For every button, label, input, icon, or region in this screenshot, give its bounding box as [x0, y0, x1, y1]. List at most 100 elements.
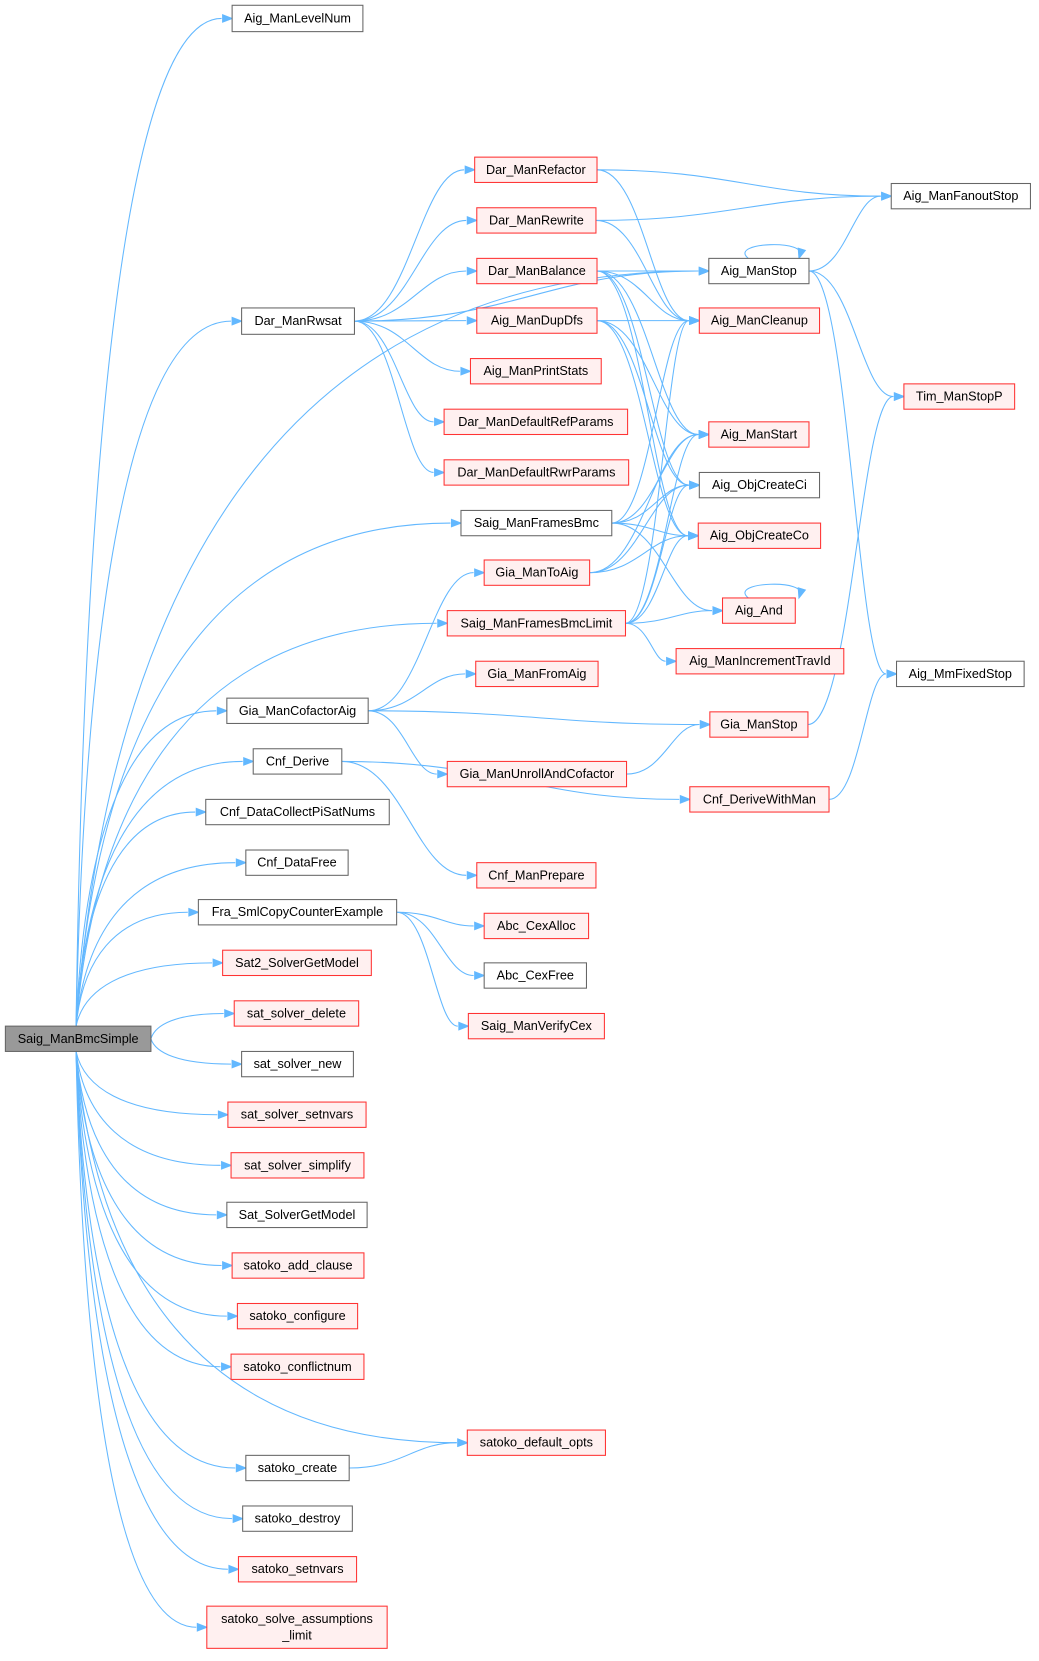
node-gia-manfromaig[interactable]: Gia_ManFromAig	[475, 660, 599, 688]
node-sat-solver-simplify[interactable]: sat_solver_simplify	[230, 1152, 365, 1179]
node-cnf-manprepare[interactable]: Cnf_ManPrepare	[476, 862, 597, 889]
edge-saig-manbmcsimple-to-dar-manrwsat-arrowhead	[231, 316, 244, 326]
node-sat-solver-setnvars[interactable]: sat_solver_setnvars	[227, 1101, 367, 1128]
node-satoko-create[interactable]: satoko_create	[245, 1454, 350, 1482]
node-satoko-conflictnum[interactable]: satoko_conflictnum	[230, 1353, 365, 1380]
node-saig-manframesbmclimit[interactable]: Saig_ManFramesBmcLimit	[446, 610, 627, 637]
edge-dar-manrwsat-to-aig-manstop	[354, 270, 699, 322]
node-fra-smlcopycounterexample[interactable]: Fra_SmlCopyCounterExample	[197, 899, 398, 926]
node-box	[227, 1101, 367, 1128]
node-box	[237, 1556, 358, 1583]
node-abc-cexfree[interactable]: Abc_CexFree	[483, 962, 587, 989]
edge-gia-manunrollandcofactor-to-gia-manstop	[626, 723, 700, 775]
node-aig-and[interactable]: Aig_And	[721, 597, 796, 624]
edge-saig-manbmcsimple-to-sat-solver-new	[150, 1038, 232, 1065]
node-box	[231, 1252, 365, 1279]
node-dar-mandefaultrefparams[interactable]: Dar_ManDefaultRefParams	[443, 408, 629, 436]
edge-saig-manbmcsimple-to-sat-solver-delete-arrowhead	[224, 1009, 236, 1018]
node-cnf-datafree[interactable]: Cnf_DataFree	[245, 849, 349, 876]
node-label: Cnf_DataFree	[257, 856, 336, 870]
node-dar-manrefactor[interactable]: Dar_ManRefactor	[474, 156, 598, 183]
nodes-layer: Saig_ManBmcSimple Aig_ManLevelNumAig_ManF…	[4, 4, 1031, 1649]
node-aig-objcreateco[interactable]: Aig_ObjCreateCo	[697, 522, 822, 549]
node-satoko-configure[interactable]: satoko_configure	[236, 1302, 359, 1330]
edge-saig-manbmcsimple-to-sat-solver-new-arrowhead	[231, 1059, 244, 1069]
node-aig-manincrementtravid[interactable]: Aig_ManIncrementTravId	[675, 648, 845, 675]
node-label: Tim_ManStopP	[916, 390, 1003, 404]
node-abc-cexalloc[interactable]: Abc_CexAlloc	[483, 912, 590, 940]
node-cnf-datacollectpisatnums[interactable]: Cnf_DataCollectPiSatNums	[205, 798, 390, 826]
node-box	[245, 849, 349, 876]
edge-saig-manbmcsimple-to-satoko-solve-assumptions-limit	[75, 1051, 197, 1628]
node-box	[476, 207, 597, 234]
node-box	[443, 408, 629, 436]
node-label: Aig_And	[735, 604, 783, 618]
node-gia-mantoaig[interactable]: Gia_ManToAig	[483, 559, 591, 586]
node-sat2-solvergetmodel[interactable]: Sat2_SolverGetModel	[222, 949, 372, 977]
edge-cnf-derivewithman-to-aig-mmfixedstop	[828, 673, 887, 800]
node-satoko-add-clause[interactable]: satoko_add_clause	[231, 1252, 365, 1279]
node-aig-manprintstats[interactable]: Aig_ManPrintStats	[469, 358, 602, 385]
edge-satoko-create-to-satoko-default-opts	[349, 1442, 457, 1469]
node-dar-mandefaultrwrparams[interactable]: Dar_ManDefaultRwrParams	[443, 459, 630, 486]
node-dar-manbalance[interactable]: Dar_ManBalance	[476, 257, 598, 285]
edge-dar-manbalance-to-aig-objcreateci	[597, 270, 689, 486]
edge-gia-mancofactoraig-to-gia-manfromaig-arrowhead	[465, 669, 478, 679]
node-label: satoko_destroy	[255, 1512, 341, 1526]
node-aig-objcreateci[interactable]: Aig_ObjCreateCi	[698, 471, 821, 499]
node-aig-manlevelnum[interactable]: Aig_ManLevelNum	[231, 4, 364, 33]
edge-saig-manframesbmclimit-to-aig-and	[625, 610, 712, 624]
node-cnf-derive[interactable]: Cnf_Derive	[252, 748, 343, 775]
node-satoko-default-opts[interactable]: satoko_default_opts	[466, 1429, 606, 1456]
edge-aig-and-to-aig-and-arrowhead	[797, 587, 807, 600]
node-aig-manfanoutstop[interactable]: Aig_ManFanoutStop	[890, 182, 1031, 210]
edge-cnf-derive-to-cnf-manprepare-arrowhead	[466, 870, 479, 880]
node-label: Gia_ManToAig	[495, 566, 578, 580]
node-label: Saig_ManFramesBmcLimit	[461, 616, 613, 630]
node-label: Sat_SolverGetModel	[239, 1208, 356, 1222]
node-tim-manstopp[interactable]: Tim_ManStopP	[903, 383, 1016, 410]
node-gia-manstop[interactable]: Gia_ManStop	[709, 711, 809, 738]
edge-saig-manframesbmclimit-to-aig-manincrementtravid	[625, 622, 666, 662]
edge-saig-manbmcsimple-to-fra-smlcopycounterexample-arrowhead	[188, 907, 200, 917]
node-satoko-solve-assumptions-limit[interactable]: satoko_solve_assumptions_limit	[206, 1605, 388, 1649]
node-dar-manrwsat[interactable]: Dar_ManRwsat	[241, 307, 355, 335]
edge-saig-manbmcsimple-to-sat-solvergetmodel-arrowhead	[216, 1210, 229, 1220]
node-saig-manframesbmc[interactable]: Saig_ManFramesBmc	[460, 509, 613, 537]
node-label: Aig_ManStart	[721, 427, 798, 441]
node-label: Aig_ManPrintStats	[484, 364, 589, 378]
edge-saig-manbmcsimple-to-satoko-solve-assumptions-limit-arrowhead	[196, 1622, 209, 1632]
node-sat-solvergetmodel[interactable]: Sat_SolverGetModel	[226, 1201, 368, 1229]
node-label: Cnf_DataCollectPiSatNums	[220, 805, 375, 819]
node-aig-mancleanup[interactable]: Aig_ManCleanup	[698, 307, 821, 334]
node-aig-mmfixedstop[interactable]: Aig_MmFixedStop	[895, 660, 1025, 688]
node-satoko-destroy[interactable]: satoko_destroy	[242, 1505, 353, 1532]
node-dar-manrewrite[interactable]: Dar_ManRewrite	[476, 207, 597, 234]
node-saig-manverifycex[interactable]: Saig_ManVerifyCex	[467, 1012, 605, 1040]
edge-saig-manbmcsimple-to-sat2-solvergetmodel-arrowhead	[212, 958, 225, 968]
edge-cnf-derive-to-cnf-manprepare	[341, 760, 467, 876]
edge-saig-manframesbmclimit-to-aig-mancleanup	[625, 320, 690, 624]
edge-dar-manrwsat-to-aig-manprintstats-arrowhead	[460, 366, 472, 376]
node-label: Aig_ManFanoutStop	[903, 189, 1018, 203]
node-aig-manstart[interactable]: Aig_ManStart	[708, 421, 810, 448]
node-aig-mandupdfs[interactable]: Aig_ManDupDfs	[476, 307, 598, 334]
node-box	[197, 899, 398, 926]
node-gia-mancofactoraig[interactable]: Gia_ManCofactorAig	[226, 697, 369, 724]
node-sat-solver-new[interactable]: sat_solver_new	[241, 1050, 354, 1078]
node-cnf-derivewithman[interactable]: Cnf_DeriveWithMan	[689, 786, 830, 813]
node-gia-manunrollandcofactor[interactable]: Gia_ManUnrollAndCofactor	[446, 760, 628, 788]
node-aig-manstop[interactable]: Aig_ManStop	[708, 257, 810, 285]
edge-saig-manbmcsimple-to-aig-manlevelnum	[75, 17, 222, 1027]
node-satoko-setnvars[interactable]: satoko_setnvars	[237, 1556, 358, 1583]
node-saig-manbmcsimple[interactable]: Saig_ManBmcSimple	[4, 1025, 152, 1052]
edge-saig-manbmcsimple-to-satoko-destroy	[75, 1051, 233, 1520]
node-sat-solver-delete[interactable]: sat_solver_delete	[233, 1000, 360, 1027]
edge-dar-manbalance-to-aig-objcreateco	[596, 270, 688, 537]
edge-saig-manbmcsimple-to-cnf-datafree	[75, 862, 236, 1027]
node-box	[443, 459, 630, 486]
node-box	[206, 1605, 388, 1649]
edge-saig-manbmcsimple-to-satoko-default-opts	[75, 1051, 457, 1444]
node-box	[241, 1050, 354, 1078]
edge-saig-manframesbmclimit-to-aig-objcreateci	[625, 484, 689, 624]
